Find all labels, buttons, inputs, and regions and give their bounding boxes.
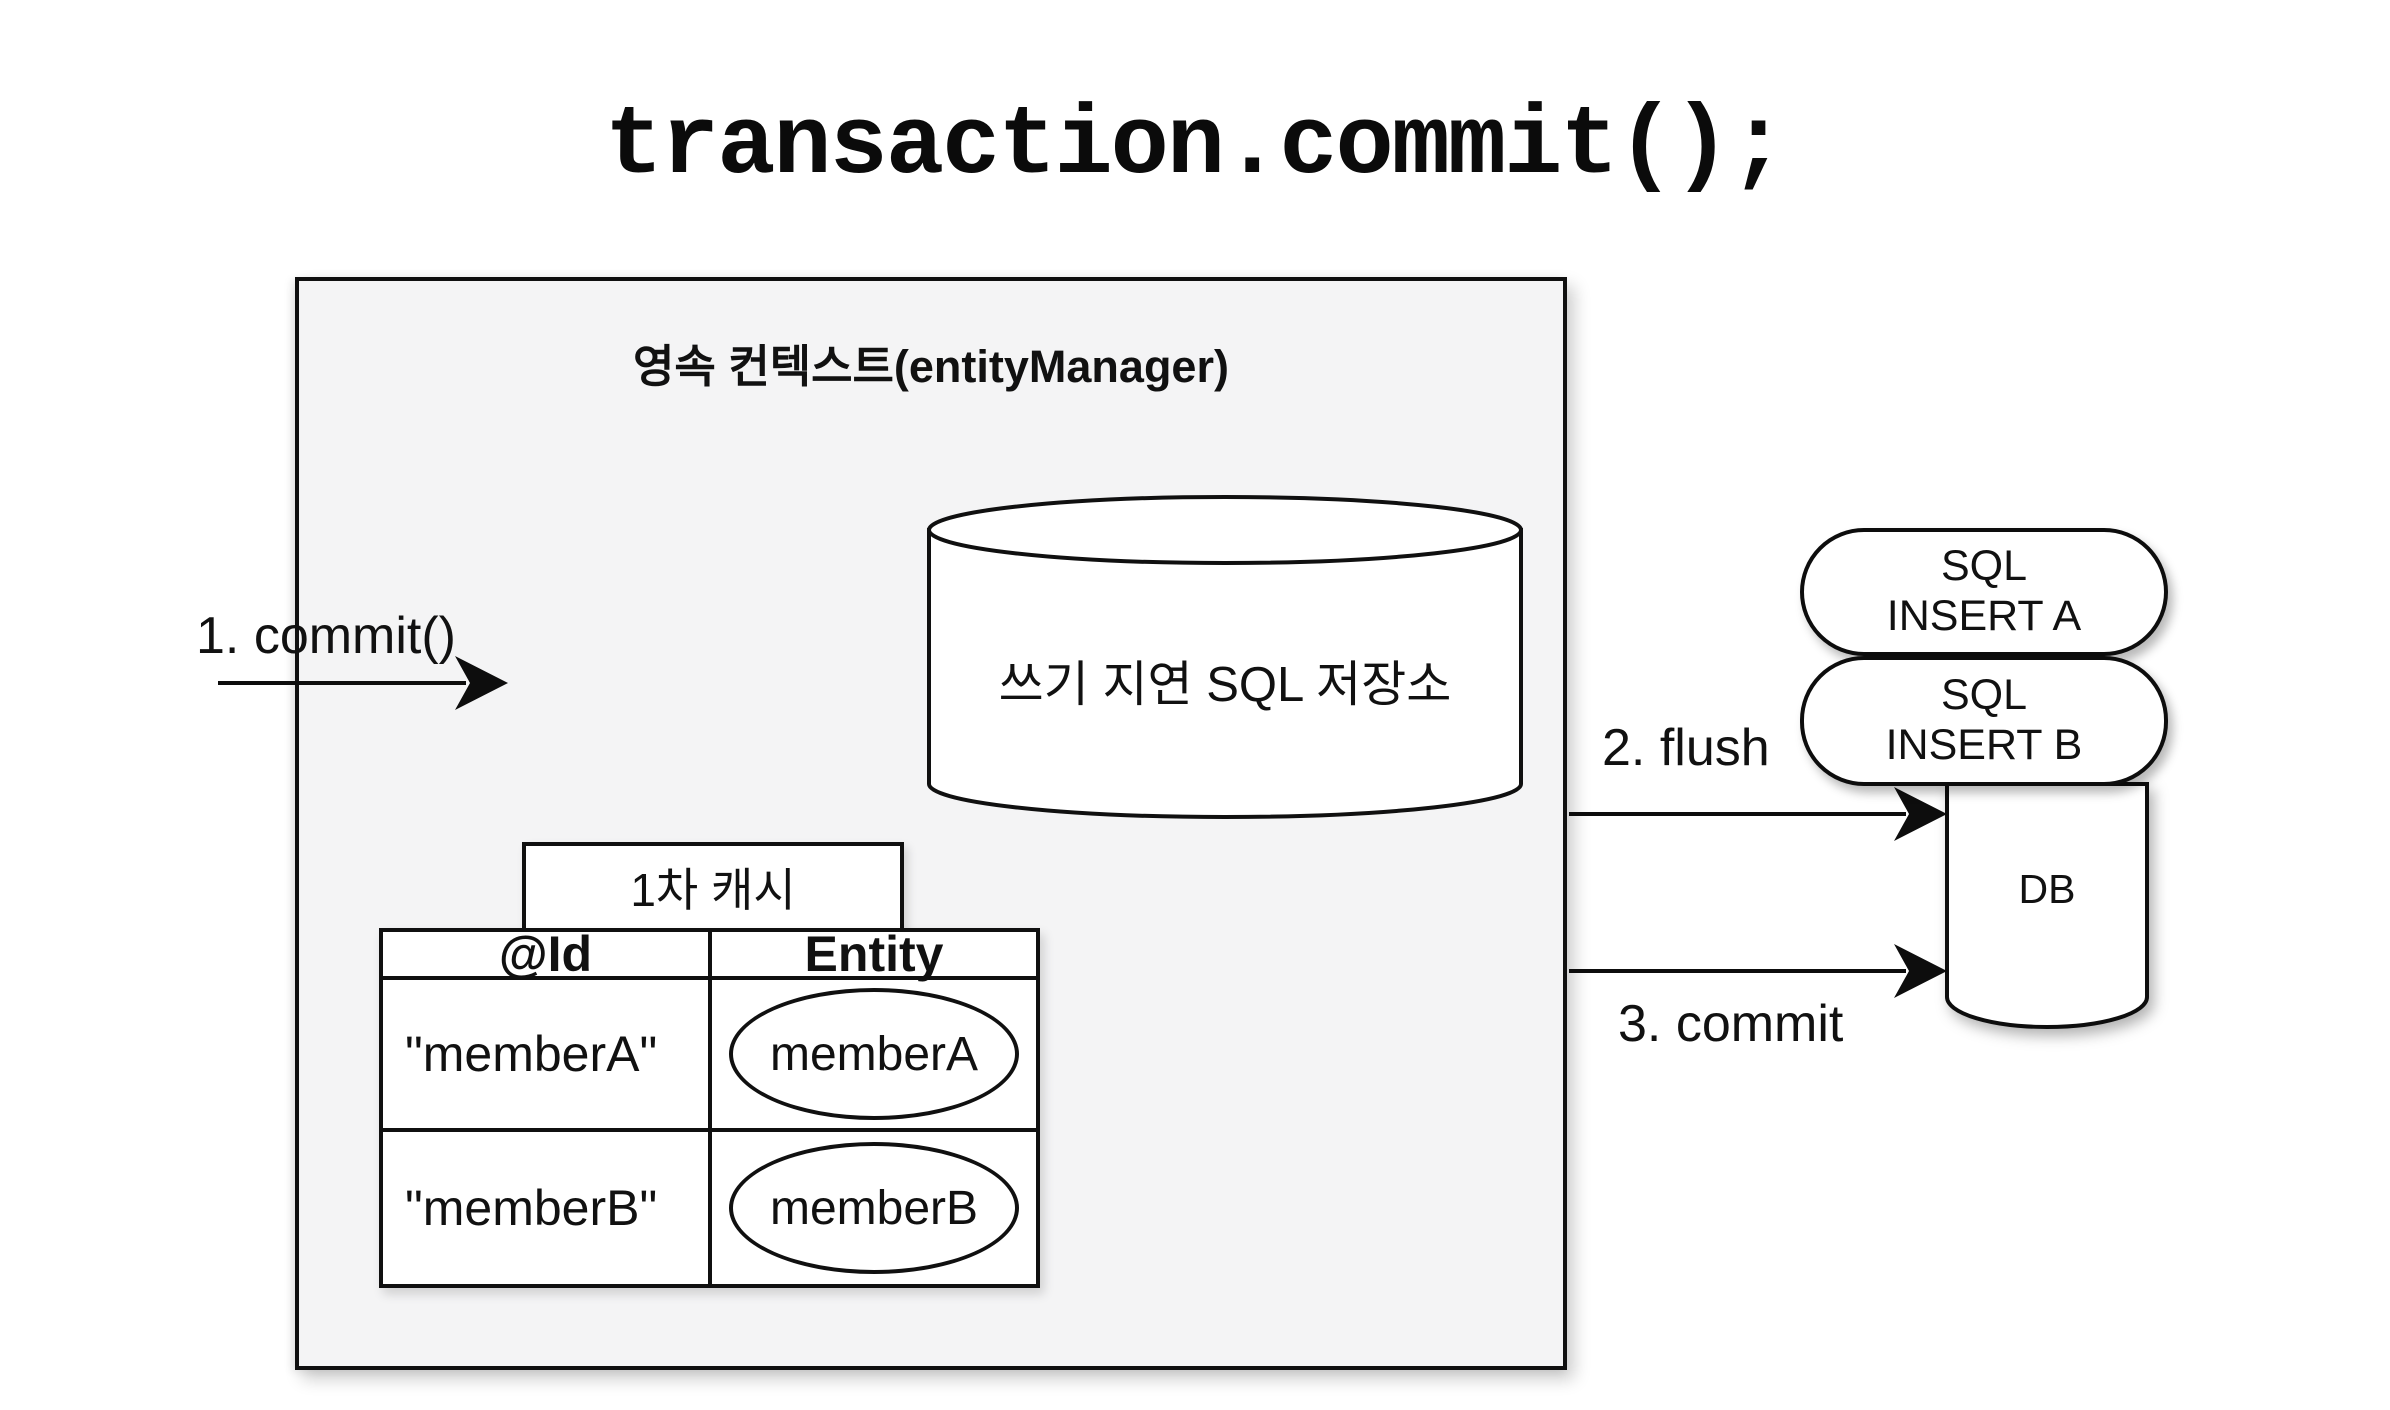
first-level-cache-box: 1차 캐시 [522,842,904,932]
sql-insert-b-shape: SQL INSERT B [1800,656,2168,786]
db-label: DB [2018,866,2076,912]
flow-label-commit-in: 1. commit() [196,607,456,665]
first-level-cache-label: 1차 캐시 [630,864,796,916]
table-cell-entity-memberA: memberA [712,980,1036,1132]
sql-insert-a-line1: SQL [1940,542,2028,591]
flow-label-flush: 2. flush [1602,719,1770,777]
entity-ellipse-memberA: memberA [729,988,1019,1120]
commit-in-arrow [218,656,508,710]
first-level-cache-table: @Id Entity "memberA" memberA "memberB" m… [379,928,1040,1288]
entity-ellipse-memberB-label: memberB [769,1181,979,1235]
sql-insert-b-line2: INSERT B [1885,721,2083,769]
table-header-id: @Id [383,929,712,980]
write-behind-store-cylinder [927,495,1523,819]
write-behind-store-label: 쓰기 지연 SQL 저장소 [998,658,1452,712]
table-cell-entity-memberB: memberB [712,1132,1036,1284]
commit-out-arrow [1569,944,1947,998]
table-header-entity: Entity [712,929,1036,980]
table-cell-id-memberB: "memberB" [383,1132,712,1284]
diagram-title: transaction.commit(); [604,92,1787,202]
sql-insert-a-shape: SQL INSERT A [1800,528,2168,656]
flow-label-commit-out: 3. commit [1618,995,1844,1053]
sql-insert-b-line1: SQL [1940,671,2028,720]
entity-ellipse-memberA-label: memberA [769,1027,979,1081]
flush-arrow [1569,787,1947,841]
db-cylinder [1945,782,2149,1029]
table-cell-id-memberA: "memberA" [383,980,712,1132]
entity-ellipse-memberB: memberB [729,1142,1019,1274]
persistence-context-label: 영속 컨텍스트(entityManager) [633,341,1229,392]
sql-insert-a-line2: INSERT A [1886,592,2082,640]
